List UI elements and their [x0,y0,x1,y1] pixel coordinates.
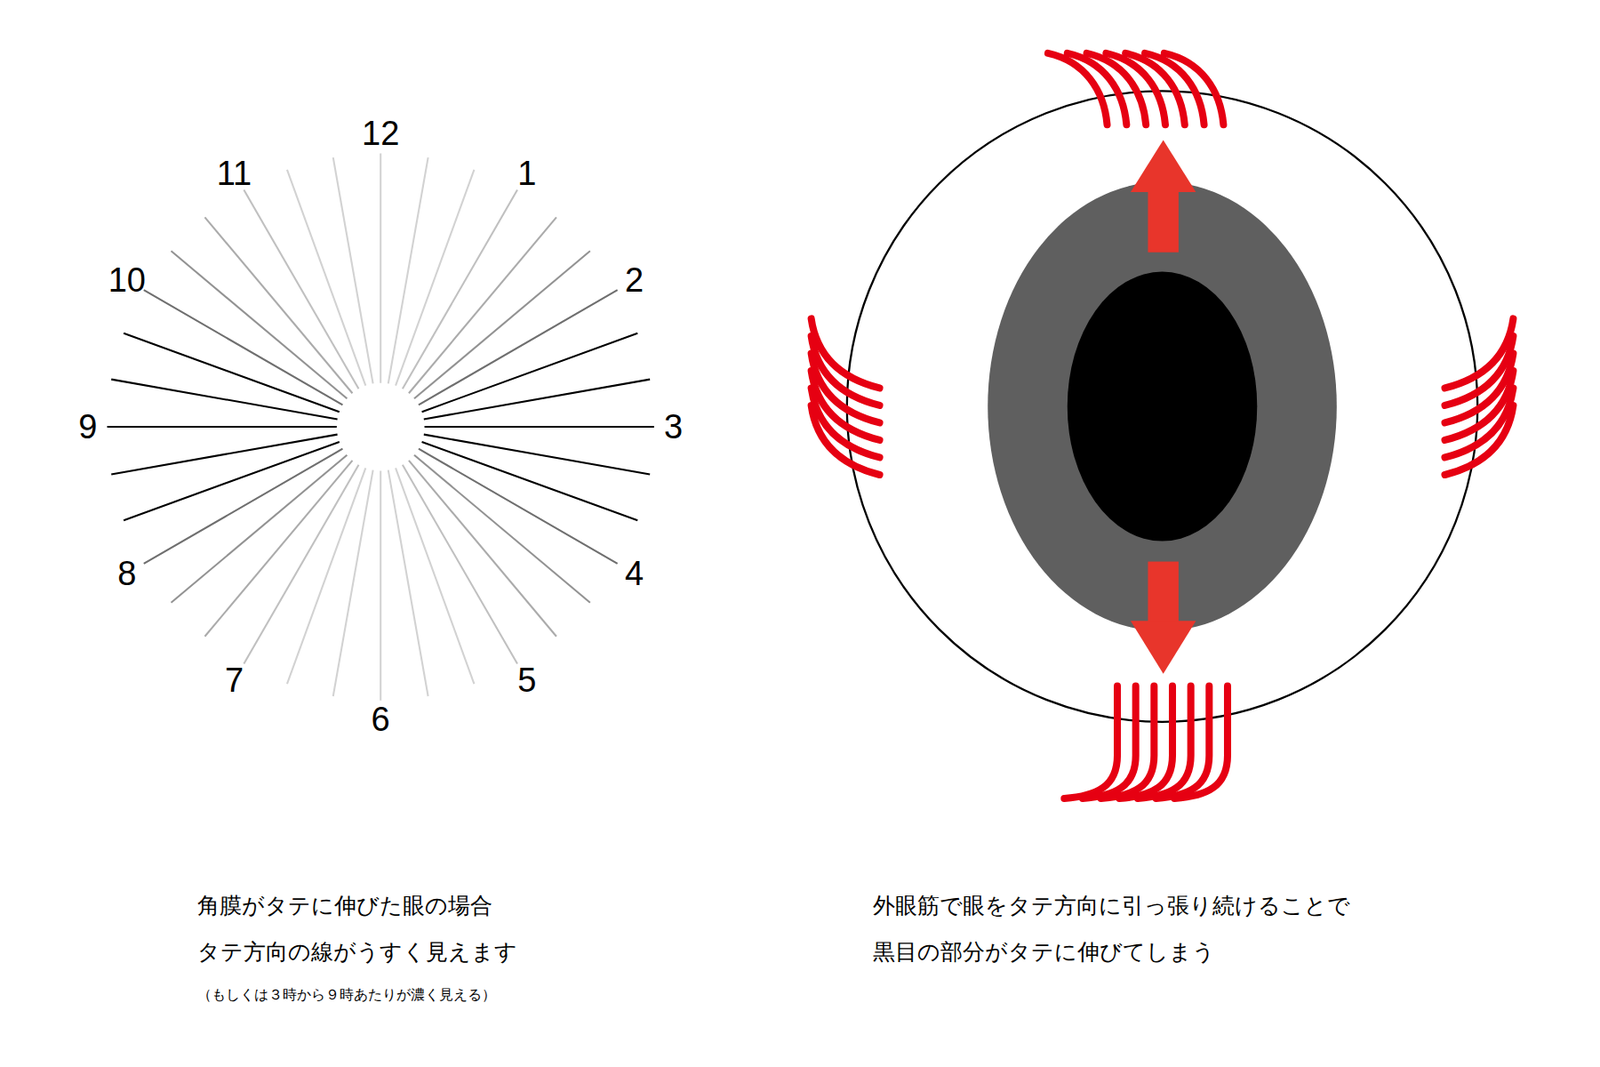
clock-number: 9 [78,407,97,446]
muscle-strand [811,387,880,457]
clock-number: 1 [517,153,536,192]
clock-number: 7 [224,661,244,700]
muscle-strand [811,405,880,475]
muscle-strand [1137,686,1192,799]
dial-line [144,289,344,405]
caption-note: （もしくは３時から９時あたりが濃く見える） [197,985,496,1005]
clock-number: 4 [624,553,644,592]
eyeball-outline [847,90,1478,721]
dial-line [171,455,348,603]
dial-line [107,425,337,428]
astigmatism-dial [107,152,655,700]
muscle-strand [1064,686,1118,799]
clock-number: 8 [117,553,136,592]
dial-line [408,460,557,637]
dial-line [414,455,591,603]
dial-line [204,460,352,637]
dial-line [243,190,359,390]
dial-line [144,448,344,564]
muscle-strand [1174,686,1228,799]
dial-line [418,289,618,405]
arrow-shaft [1147,561,1178,625]
arrow-head [1130,139,1196,192]
dial-line [418,448,618,564]
muscle-strand [1156,686,1210,799]
dial-line [111,434,337,475]
iris [987,182,1337,632]
eyeball [811,53,1514,799]
dial-line [424,379,650,420]
caption-line: タテ方向の線がうすく見えます [197,936,518,966]
dial-line [402,190,518,390]
muscle-strand [1445,387,1514,457]
dial-line [123,333,340,412]
muscle-strand [1082,686,1136,799]
caption-line: 外眼筋で眼をタテ方向に引っ張り続けることで [872,890,1351,920]
clock-number: 12 [361,114,400,153]
clock-number: 2 [624,261,644,300]
dial-line [379,152,382,383]
pupil [1067,272,1258,542]
muscle-strand [1164,53,1224,125]
caption-line: 黒目の部分がタテに伸びてしまう [872,936,1216,966]
clock-number: 11 [216,153,252,192]
dial-line [422,441,639,520]
stretch-arrows [1130,139,1196,673]
muscle-strand [1445,405,1514,475]
dial-line [204,216,352,393]
muscle-strand [1119,686,1173,799]
dial-line [333,157,374,384]
clock-number: 10 [108,261,146,300]
dial-line [424,425,655,428]
dial-line [388,470,429,696]
dial-line [287,467,366,684]
clock-number: 5 [517,661,536,700]
dial-line [402,464,518,664]
dial-line [171,250,348,399]
dial-line [414,250,591,399]
dial-line [408,216,557,393]
eye-muscles [811,53,1514,799]
dial-line [379,470,382,700]
arrow-head [1130,620,1196,674]
muscle-strand [1101,686,1155,799]
dial-line [395,169,474,386]
clock-number: 6 [371,700,391,739]
caption-line: 角膜がタテに伸びた眼の場合 [197,890,493,920]
arrow-shaft [1147,189,1178,253]
clock-number: 3 [664,407,683,446]
dial-line [243,464,359,664]
